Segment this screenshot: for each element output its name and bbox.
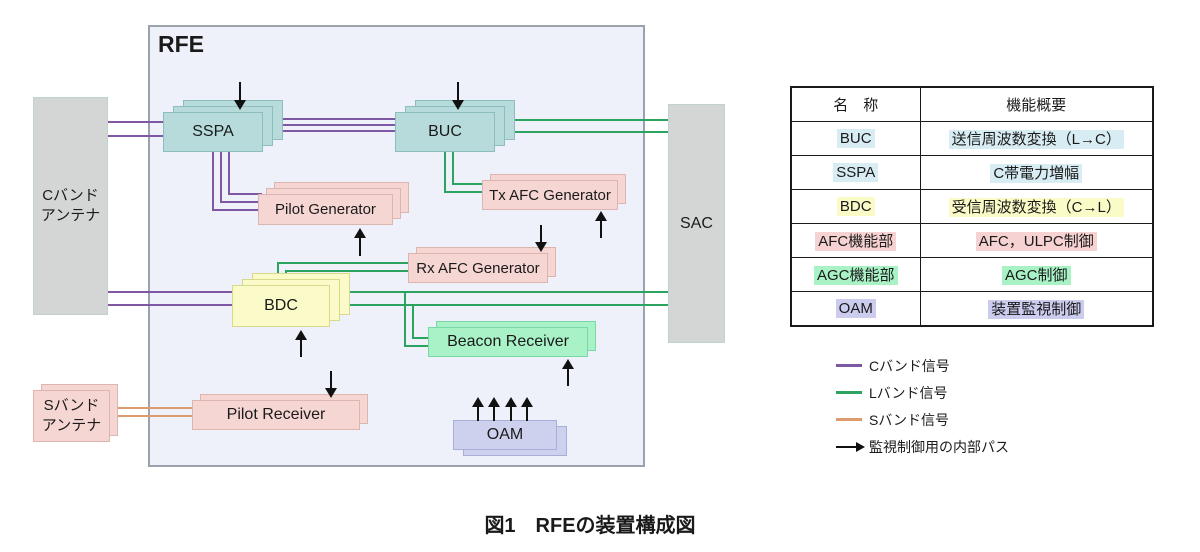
rfe-enclosure — [148, 25, 645, 467]
legend: Cバンド信号 Lバンド信号 Sバンド信号 監視制御用の内部パス — [836, 352, 1009, 460]
l-band-line-swatch — [836, 391, 862, 394]
s-ant-to-pilotrecv-line-1 — [108, 407, 196, 409]
bdc-to-rxafc-h2 — [285, 270, 412, 272]
sspa-to-pilotgen-v2 — [220, 152, 222, 203]
buc-to-txafc-h1 — [444, 191, 486, 193]
table-row: AGC機能部 AGC制御 — [790, 257, 1154, 292]
bdc-to-beacon-v1 — [404, 291, 406, 347]
legend-label: Cバンド信号 — [869, 357, 950, 374]
legend-item-l-band: Lバンド信号 — [836, 379, 1009, 406]
arrow-into-bdc — [295, 330, 307, 357]
buc-to-txafc-v1 — [444, 152, 446, 193]
sspa-to-pilotgen-v3 — [228, 152, 230, 195]
pilot-receiver-block: Pilot Receiver — [192, 400, 360, 430]
row-name: BDC — [836, 197, 875, 216]
bdc-to-beacon-h2 — [412, 337, 434, 339]
sspa-block: SSPA — [163, 112, 263, 152]
sspa-to-buc-line-1 — [262, 118, 402, 120]
buc-to-txafc-v2 — [452, 152, 454, 185]
table-header-name: 名 称 — [790, 86, 921, 122]
row-desc: 送信周波数変換（L→C） — [948, 130, 1124, 149]
buc-block: BUC — [395, 112, 495, 152]
row-desc: 装置監視制御 — [988, 300, 1085, 319]
buc-to-sac-line-1 — [490, 119, 668, 121]
arrow-into-tx-afc — [595, 211, 607, 238]
figure-caption: 図1 RFEの装置構成図 — [484, 515, 696, 537]
arrow-from-oam-3 — [505, 397, 517, 421]
row-desc: C帯電力増幅 — [990, 164, 1083, 183]
row-name: SSPA — [833, 163, 879, 182]
buc-to-txafc-h2 — [452, 183, 486, 185]
row-desc: AGC制御 — [1001, 266, 1071, 285]
legend-item-internal-path: 監視制御用の内部パス — [836, 433, 1009, 460]
legend-item-s-band: Sバンド信号 — [836, 406, 1009, 433]
rx-afc-generator-block: Rx AFC Generator — [408, 253, 548, 283]
sac-block: SAC — [668, 104, 725, 343]
row-name: BUC — [836, 129, 875, 148]
sspa-to-buc-line-3 — [262, 130, 402, 132]
c-band-antenna: Cバンド アンテナ — [33, 97, 108, 315]
sspa-to-buc-line-2 — [262, 124, 402, 126]
rfe-label: RFE — [158, 31, 204, 57]
row-name: AGC機能部 — [813, 266, 898, 285]
legend-label: Lバンド信号 — [869, 384, 948, 401]
arrow-into-rx-afc — [535, 225, 547, 252]
bdc-to-sac-line-2 — [334, 304, 668, 306]
arrow-from-oam-1 — [472, 397, 484, 421]
c-ant-to-sspa-line-2 — [108, 135, 165, 137]
beacon-receiver-block: Beacon Receiver — [428, 327, 588, 357]
arrow-into-sspa — [234, 82, 246, 110]
row-desc: AFC，ULPC制御 — [975, 232, 1097, 251]
internal-path-arrow-swatch — [836, 441, 865, 452]
table-header-row: 名 称 機能概要 — [790, 86, 1154, 122]
legend-item-c-band: Cバンド信号 — [836, 352, 1009, 379]
c-ant-to-bdc-line-2 — [108, 304, 238, 306]
table-row: OAM 装置監視制御 — [790, 291, 1154, 327]
s-ant-to-pilotrecv-line-2 — [108, 415, 196, 417]
sspa-to-pilotgen-h3 — [228, 193, 262, 195]
s-band-line-swatch — [836, 418, 862, 421]
table-row: BUC 送信周波数変換（L→C） — [790, 121, 1154, 156]
c-band-line-swatch — [836, 364, 862, 367]
row-desc: 受信周波数変換（C→L） — [948, 198, 1124, 217]
function-table: 名 称 機能概要 BUC 送信周波数変換（L→C） SSPA C帯電力増幅 BD… — [790, 86, 1154, 327]
buc-to-sac-line-2 — [490, 131, 668, 133]
bdc-to-beacon-h1 — [404, 345, 434, 347]
tx-afc-generator-block: Tx AFC Generator — [482, 180, 618, 210]
legend-label: 監視制御用の内部パス — [869, 438, 1009, 455]
bdc-to-rxafc-h1 — [277, 262, 412, 264]
arrow-from-oam-4 — [521, 397, 533, 421]
s-band-antenna: Sバンド アンテナ — [33, 390, 110, 442]
bdc-to-sac-line-1 — [334, 291, 668, 293]
table-row: SSPA C帯電力増幅 — [790, 155, 1154, 190]
arrow-into-pilot-receiver — [325, 371, 337, 398]
bdc-block: BDC — [232, 285, 330, 327]
oam-block: OAM — [453, 420, 557, 450]
sspa-to-pilotgen-v1 — [212, 152, 214, 211]
table-header-desc: 機能概要 — [919, 86, 1154, 122]
arrow-into-beacon-receiver — [562, 359, 574, 386]
legend-label: Sバンド信号 — [869, 411, 950, 428]
table-row: BDC 受信周波数変換（C→L） — [790, 189, 1154, 224]
arrow-into-buc — [452, 82, 464, 110]
arrow-into-pilot-generator — [354, 228, 366, 256]
c-ant-to-bdc-line-1 — [108, 291, 238, 293]
bdc-to-beacon-v2 — [412, 304, 414, 339]
table-row: AFC機能部 AFC，ULPC制御 — [790, 223, 1154, 258]
sspa-to-pilotgen-h1 — [212, 209, 262, 211]
arrow-from-oam-2 — [488, 397, 500, 421]
row-name: OAM — [835, 299, 876, 318]
row-name: AFC機能部 — [815, 232, 897, 251]
c-ant-to-sspa-line-1 — [108, 121, 165, 123]
sspa-to-pilotgen-h2 — [220, 201, 262, 203]
pilot-generator-block: Pilot Generator — [258, 194, 393, 225]
